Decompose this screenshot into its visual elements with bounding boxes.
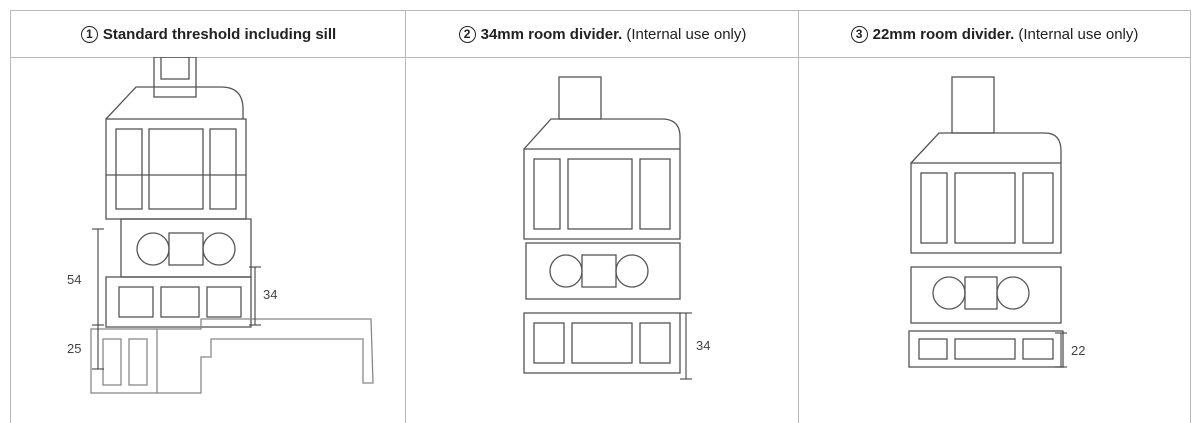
divider-frame	[908, 330, 1064, 368]
column-header: 2 34mm room divider. (Internal use only)	[406, 10, 799, 58]
column-22mm-divider: 3 22mm room divider. (Internal use only)	[798, 10, 1191, 423]
dimension-lines	[1055, 332, 1067, 368]
threshold-profile-drawing: 54 25 34	[67, 57, 374, 394]
sash-top-profile	[105, 86, 244, 120]
divider-34mm-drawing: 34	[523, 76, 710, 380]
sill-nose	[157, 318, 374, 394]
sash-frame	[523, 148, 681, 240]
profile-comparison-table: 1 Standard threshold including sill	[10, 10, 1191, 423]
sash-frame	[105, 118, 247, 220]
divider-frame	[523, 312, 681, 374]
sash-frame	[910, 162, 1062, 254]
column-title: 22mm room divider.	[872, 25, 1015, 43]
dimension-label: 54	[67, 272, 81, 287]
column-note: (Internal use only)	[1018, 25, 1139, 43]
sash-top-profile	[910, 132, 1062, 164]
roller-chamber	[910, 266, 1062, 324]
glazing-bead	[558, 76, 602, 120]
column-number-badge: 3	[850, 25, 868, 43]
glazing-bead	[951, 76, 995, 134]
column-number-badge: 1	[80, 25, 98, 43]
sill-block	[90, 328, 158, 394]
dimension-label: 25	[67, 341, 81, 356]
glazing-bead	[153, 57, 197, 98]
column-header: 1 Standard threshold including sill	[11, 10, 406, 58]
dimension-lines	[92, 228, 261, 370]
roller-chamber	[120, 218, 252, 278]
dimension-lines	[680, 312, 692, 380]
roller-chamber	[525, 242, 681, 300]
column-34mm-divider: 2 34mm room divider. (Internal use only)	[405, 10, 799, 423]
dimension-label: 34	[696, 338, 710, 353]
sash-top-profile	[523, 118, 681, 150]
column-note: (Internal use only)	[626, 25, 747, 43]
dimension-label: 22	[1071, 343, 1085, 358]
column-title: 34mm room divider.	[480, 25, 623, 43]
divider-22mm-drawing: 22	[908, 76, 1085, 368]
column-number-badge: 2	[458, 25, 476, 43]
column-header: 3 22mm room divider. (Internal use only)	[799, 10, 1190, 58]
dimension-label: 34	[263, 287, 277, 302]
column-standard-threshold: 1 Standard threshold including sill	[10, 10, 406, 423]
column-title: Standard threshold including sill	[102, 25, 337, 43]
threshold-frame	[105, 276, 252, 328]
